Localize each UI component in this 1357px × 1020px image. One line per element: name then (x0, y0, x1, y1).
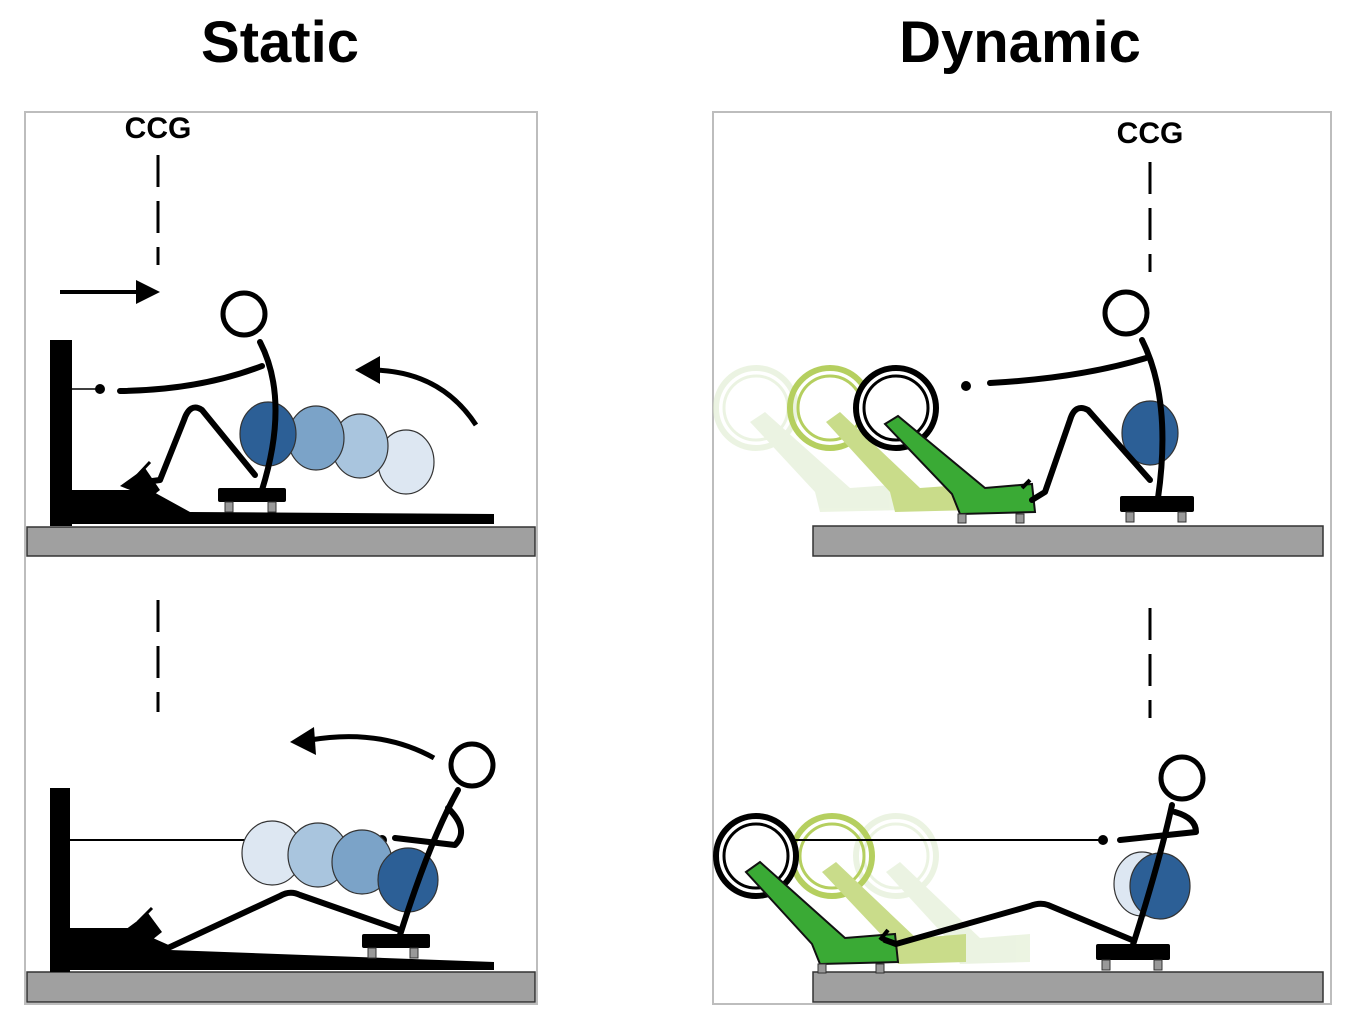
rower-figure (987, 289, 1166, 503)
static-finish-scene (26, 600, 536, 1003)
ergometer (713, 813, 1108, 974)
ccg-label-dynamic: CCG (1117, 117, 1184, 150)
seat (218, 488, 286, 513)
rower-figure (117, 290, 279, 493)
ground-bar (26, 526, 536, 557)
ergometer-ghost-far (713, 365, 905, 512)
static-title: Static (201, 10, 359, 75)
seat (1120, 496, 1194, 523)
ground-bar (26, 971, 536, 1003)
arrow-right-icon (60, 280, 160, 304)
ergometer (853, 365, 1037, 524)
ground-bar (812, 971, 1324, 1003)
dynamic-catch-scene: CCG (713, 117, 1324, 557)
ergometer-frame (50, 340, 494, 526)
curved-arrow-icon (290, 727, 436, 761)
rower-figure (147, 741, 496, 951)
dynamic-panel (712, 111, 1332, 1005)
static-catch-scene: CCG (26, 112, 536, 557)
seat (1096, 944, 1170, 971)
rower-figure (882, 754, 1206, 951)
ground-bar (812, 525, 1324, 557)
dynamic-finish-scene (713, 608, 1324, 1003)
ccg-label-static: CCG (125, 112, 192, 145)
curved-arrow-icon (355, 356, 479, 427)
dynamic-title: Dynamic (899, 10, 1141, 75)
seat (362, 934, 430, 959)
